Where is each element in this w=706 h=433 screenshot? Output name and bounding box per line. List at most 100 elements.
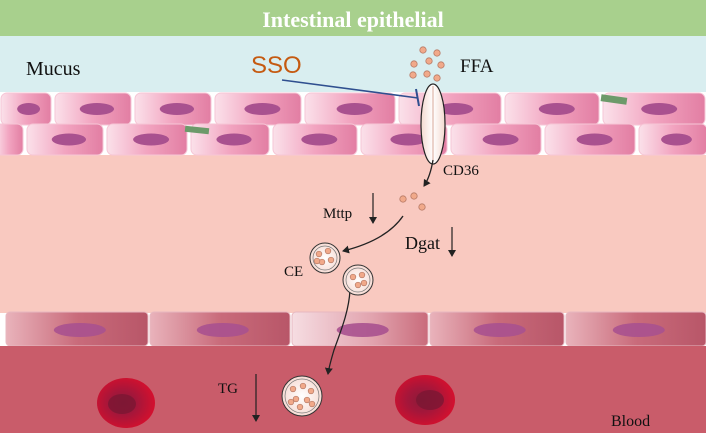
transport-arrow (342, 215, 404, 254)
mucus-layer (0, 36, 706, 92)
fatty-acid-dot (307, 387, 315, 395)
epithelial-cell (0, 123, 24, 156)
cell-nucleus (51, 133, 87, 146)
fatty-acid-dot (425, 57, 433, 65)
fatty-acid-dot (292, 395, 300, 403)
red-blood-cell (97, 378, 155, 428)
epithelial-cell (504, 92, 600, 126)
cell-nucleus (301, 133, 338, 146)
fatty-acid-dot (360, 279, 368, 287)
diagram-title: Intestinal epithelial (262, 7, 444, 32)
sso-inhibition-bar (415, 88, 420, 107)
endothelial-cell (565, 311, 706, 347)
cell-nucleus (79, 103, 115, 115)
cell-nucleus (17, 103, 41, 115)
cd36-transporter (420, 83, 446, 165)
sso-label: SSO (251, 52, 302, 79)
fatty-acid-dot (308, 400, 316, 408)
tg-label: TG (218, 381, 238, 397)
lipid-vesicle (309, 242, 341, 274)
mttp-label: Mttp (323, 206, 352, 222)
fatty-acid-dot (349, 273, 357, 281)
fatty-acid-dot (423, 70, 431, 78)
fatty-acid-dot (287, 398, 295, 406)
cell-nucleus (641, 103, 678, 115)
sso-inhibition-line (281, 79, 419, 99)
endothelial-cell-layer (5, 311, 706, 347)
transport-arrow (423, 159, 434, 187)
membrane-fragment (600, 94, 628, 105)
ffa-molecules (399, 46, 445, 211)
endothelial-cell (429, 311, 565, 347)
cell-nucleus (437, 103, 474, 115)
title-bar (0, 0, 706, 36)
membrane-fragment (184, 125, 210, 135)
cell-nucleus (336, 103, 373, 115)
fatty-acid-dot (327, 256, 335, 264)
epithelial-cell (106, 123, 188, 156)
cell-nucleus (473, 323, 526, 337)
epithelial-cell (638, 123, 706, 156)
fatty-acid-dot (303, 396, 311, 404)
epithelial-cell (272, 123, 358, 156)
fatty-acid-dot (410, 60, 418, 68)
epithelial-cell (190, 123, 270, 156)
cell-nucleus (336, 323, 389, 337)
fatty-acid-dot (433, 74, 441, 82)
cell-nucleus (538, 103, 575, 115)
epithelial-cell (602, 92, 706, 126)
epithelial-cell (0, 92, 52, 126)
ce-label: CE (284, 264, 303, 280)
endothelial-cell (5, 311, 149, 347)
blood-label: Blood (611, 413, 650, 430)
fatty-acid-dot (296, 403, 304, 411)
epithelial-cell (54, 92, 132, 126)
ffa-label: FFA (460, 56, 494, 77)
fatty-acid-dot (299, 382, 307, 390)
fatty-acid-dot (289, 385, 297, 393)
epithelial-cell (544, 123, 636, 156)
cell-nucleus (482, 133, 519, 146)
epithelial-cell (450, 123, 542, 156)
fatty-acid-dot (409, 71, 417, 79)
transport-arrow (324, 289, 351, 375)
cell-nucleus (661, 133, 692, 146)
cell-nucleus (196, 323, 249, 337)
epithelial-cell-layer (0, 92, 706, 156)
cell-nucleus (216, 133, 252, 146)
cell-nucleus (133, 133, 170, 146)
fatty-acid-dot (419, 46, 427, 54)
cell-nucleus (390, 133, 427, 146)
endothelial-cell (149, 311, 291, 347)
fatty-acid-dot (410, 192, 418, 200)
epithelial-cell (134, 92, 212, 126)
fatty-acid-dot (324, 247, 332, 255)
lipid-vesicle (342, 264, 374, 296)
cell-nucleus (53, 323, 106, 337)
cell-nucleus (244, 103, 281, 115)
cell-nucleus (576, 133, 613, 146)
fatty-acid-dot (315, 250, 323, 258)
fatty-acid-dot (354, 281, 362, 289)
lipid-vesicle (281, 375, 323, 417)
fatty-acid-dot (418, 203, 426, 211)
fatty-acid-dot (437, 61, 445, 69)
cell-nucleus (612, 323, 665, 337)
epithelial-cell (26, 123, 104, 156)
epithelial-cell (214, 92, 302, 126)
red-blood-cell (395, 375, 455, 425)
fatty-acid-dot (318, 258, 326, 266)
fatty-acid-dot (358, 271, 366, 279)
endothelial-cell (291, 311, 429, 347)
epithelial-cell (304, 92, 396, 126)
fatty-acid-dot (433, 49, 441, 57)
mucus-label: Mucus (26, 58, 81, 80)
lipid-vesicles (281, 242, 374, 417)
fatty-acid-dot (399, 195, 407, 203)
cd36-label: CD36 (443, 163, 479, 179)
fatty-acid-dot (313, 257, 321, 265)
cell-nucleus (159, 103, 195, 115)
dgat-label: Dgat (405, 233, 440, 253)
